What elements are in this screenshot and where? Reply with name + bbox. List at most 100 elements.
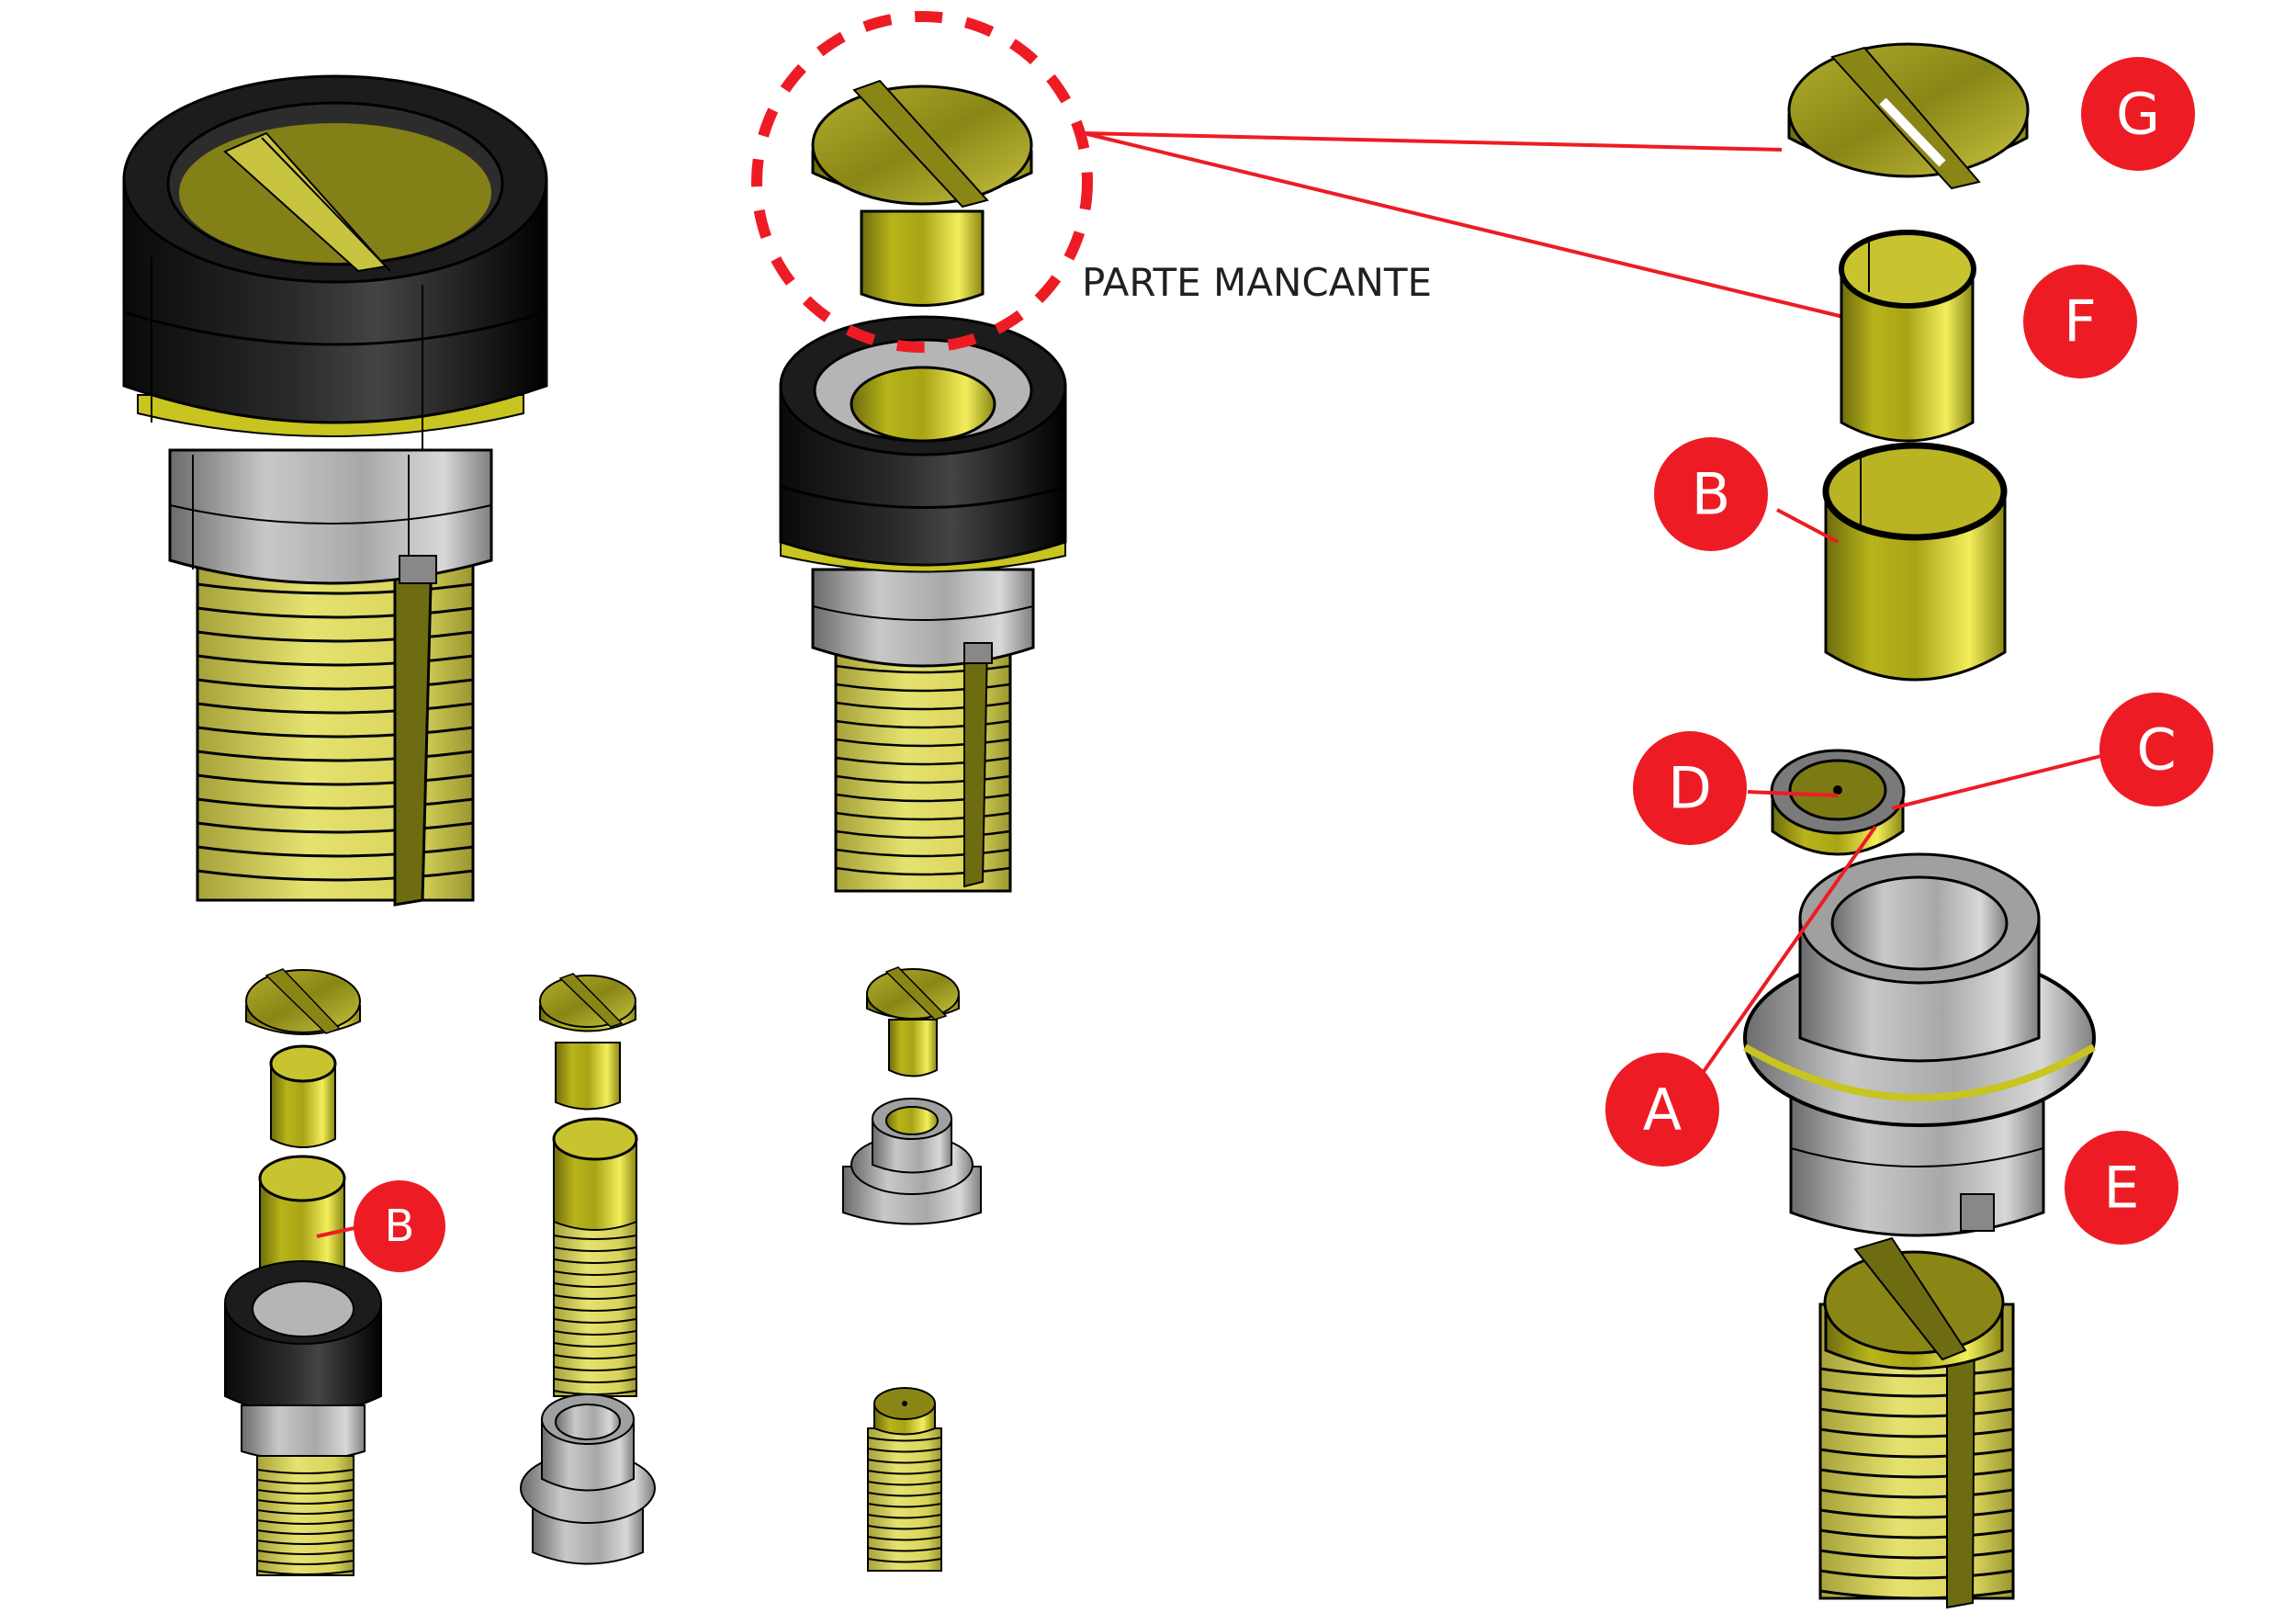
thread-groove: [553, 1306, 637, 1312]
part-threaded-insert: [1818, 1236, 2015, 1609]
thread-groove: [867, 1514, 942, 1519]
thread-groove: [553, 1330, 637, 1336]
steel-bushing: [168, 448, 493, 585]
thread-groove: [197, 654, 474, 667]
svg-text:F: F: [2064, 288, 2097, 355]
leader-line-a: [1683, 825, 1877, 1100]
thread-groove: [867, 1536, 942, 1541]
thread-groove: [553, 1235, 637, 1240]
thread-groove: [1819, 1488, 2014, 1499]
thread-groove: [256, 1489, 355, 1494]
thread-groove: [256, 1469, 355, 1474]
thread-groove: [835, 811, 1011, 821]
thread-groove: [867, 1492, 942, 1497]
thread-groove: [867, 1525, 942, 1530]
assembly-large-left: [122, 74, 548, 907]
thread-groove: [867, 1558, 942, 1563]
small-assembly-2: [520, 973, 656, 1565]
thread-groove: [867, 1547, 942, 1552]
thread-groove: [197, 582, 474, 595]
part-e-flanged-bushing: [1742, 852, 2097, 1237]
small-assembly-3: [842, 966, 982, 1572]
thread-groove: [867, 1459, 942, 1464]
callout-b: B: [1654, 437, 1768, 551]
thread-groove: [197, 845, 474, 858]
thread-groove: [1819, 1528, 2014, 1539]
thread-groove: [553, 1258, 637, 1264]
thread-groove: [835, 701, 1011, 711]
small-assembly-1: [224, 968, 382, 1576]
thread-groove: [1819, 1387, 2014, 1398]
thread-groove: [835, 756, 1011, 766]
thread-groove: [1819, 1407, 2014, 1418]
thread-groove: [835, 664, 1011, 674]
thread-groove: [867, 1437, 942, 1442]
thread-groove: [1819, 1549, 2014, 1560]
svg-text:G: G: [2116, 81, 2160, 148]
callout-f: F: [2023, 265, 2137, 378]
part-b-outer-sleeve: [1822, 442, 2008, 682]
thread-groove: [553, 1282, 637, 1288]
callout-e: E: [2065, 1131, 2178, 1245]
thread-groove: [835, 774, 1011, 784]
thread-groove: [256, 1519, 355, 1525]
missing-screw: [811, 79, 1033, 307]
thread-groove: [197, 773, 474, 786]
thread-groove: [835, 866, 1011, 876]
thread-groove: [1819, 1448, 2014, 1459]
thread-groove: [197, 678, 474, 691]
callout-c: C: [2099, 693, 2213, 806]
part-c-seat-ring: [1770, 749, 1906, 856]
part-f-inner-sleeve: [1839, 230, 1976, 443]
thread-groove: [197, 797, 474, 810]
callout-a: A: [1605, 1053, 1719, 1167]
thread-groove: [256, 1499, 355, 1505]
thread-groove: [835, 848, 1011, 858]
threaded-insert: [196, 540, 475, 907]
assembly-large-middle: [779, 315, 1067, 893]
thread-groove: [553, 1318, 637, 1324]
svg-text:C: C: [2136, 716, 2176, 784]
callout-d: D: [1633, 731, 1747, 845]
thread-groove: [553, 1270, 637, 1276]
thread-groove: [1819, 1468, 2014, 1479]
svg-text:B: B: [1692, 461, 1731, 528]
thread-groove: [835, 829, 1011, 840]
thread-groove: [867, 1448, 942, 1453]
thread-groove: [256, 1479, 355, 1484]
thread-groove: [867, 1503, 942, 1508]
thread-groove: [197, 821, 474, 834]
thread-groove: [256, 1560, 355, 1565]
thread-groove: [256, 1570, 355, 1575]
thread-groove: [553, 1246, 637, 1252]
thread-groove: [835, 682, 1011, 693]
thread-groove: [1819, 1569, 2014, 1580]
thread-groove: [835, 738, 1011, 748]
leader-line-g: [1083, 131, 1783, 152]
thread-groove: [1819, 1589, 2014, 1600]
leader-line-d: [1747, 790, 1839, 797]
callout-b-small: B: [354, 1180, 445, 1272]
thread-groove: [197, 606, 474, 619]
rubber-cap: [122, 74, 548, 450]
thread-groove: [1819, 1367, 2014, 1378]
svg-text:E: E: [2103, 1155, 2139, 1222]
thread-groove: [1819, 1427, 2014, 1438]
thread-groove: [553, 1366, 637, 1371]
svg-text:B: B: [385, 1201, 415, 1252]
thread-groove: [553, 1294, 637, 1300]
thread-groove: [867, 1470, 942, 1475]
thread-groove: [197, 702, 474, 715]
missing-part-annotation: PARTE MANCANTE: [1082, 260, 1432, 305]
svg-text:D: D: [1668, 755, 1712, 822]
part-d-pinhole: [1833, 785, 1842, 795]
thread-groove: [197, 869, 474, 882]
leader-line-f: [1083, 131, 1863, 323]
missing-part-highlight: [751, 11, 1093, 353]
leader-line-b: [1776, 508, 1839, 544]
thread-groove: [256, 1550, 355, 1555]
leader-line-c: [1891, 751, 2113, 810]
thread-groove: [197, 630, 474, 643]
svg-text:A: A: [1643, 1077, 1682, 1144]
